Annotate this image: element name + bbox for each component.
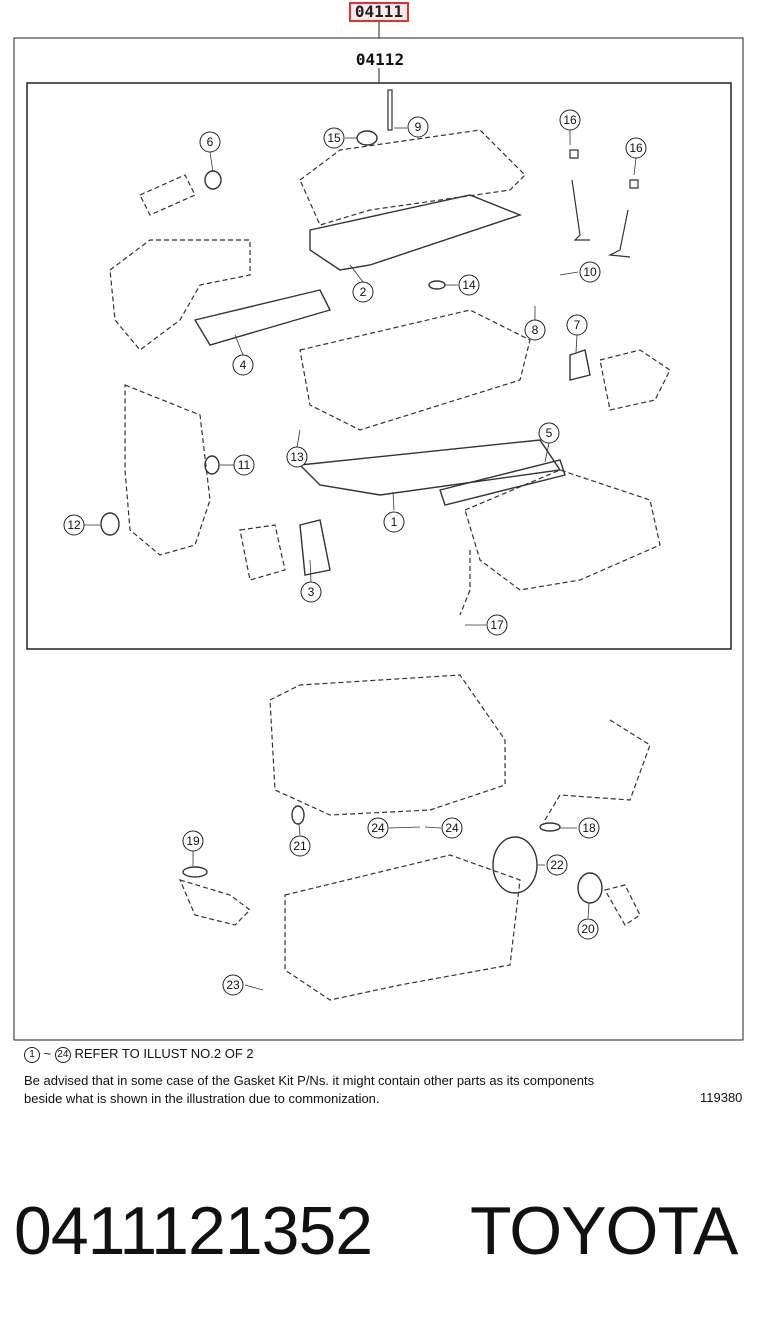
- valve-stem-seal: [569, 149, 579, 159]
- callout-1[interactable]: 1: [383, 511, 405, 533]
- svg-text:9: 9: [415, 120, 422, 134]
- callout-7[interactable]: 7: [566, 314, 588, 336]
- svg-text:2: 2: [360, 285, 367, 299]
- water-outlet-gasket: [569, 349, 591, 381]
- svg-text:21: 21: [293, 839, 307, 853]
- svg-text:24: 24: [371, 821, 385, 835]
- plug-gasket: [428, 280, 446, 290]
- water-pump-gasket: [299, 519, 331, 576]
- callout-8[interactable]: 8: [524, 319, 546, 341]
- water-outlet: [599, 349, 671, 411]
- callout-19[interactable]: 19: [182, 830, 204, 852]
- valve-stem-seal-2: [629, 179, 639, 189]
- exhaust-manifold-gasket: [193, 289, 332, 346]
- dipstick-guide: [459, 550, 471, 616]
- callout-9[interactable]: 9: [407, 116, 429, 138]
- o-ring: [204, 455, 220, 475]
- svg-text:4: 4: [240, 358, 247, 372]
- oil-filler-gasket: [356, 130, 378, 146]
- intake-valve: [571, 179, 590, 241]
- callout-21[interactable]: 21: [289, 835, 311, 857]
- cylinder-head-cover: [299, 129, 526, 226]
- callout-14[interactable]: 14: [458, 274, 480, 296]
- intake-manifold-gasket: [439, 459, 566, 506]
- callout-11[interactable]: 11: [233, 454, 255, 476]
- illustration-number: 119380: [700, 1090, 743, 1105]
- callout-3[interactable]: 3: [300, 581, 322, 603]
- inner-frame: [26, 82, 732, 650]
- svg-text:5: 5: [546, 426, 553, 440]
- svg-text:13: 13: [290, 450, 304, 464]
- rear-oil-seal: [492, 836, 538, 894]
- kit-code-label[interactable]: 04111: [349, 2, 409, 22]
- exhaust-pipe: [139, 174, 196, 216]
- exhaust-valve: [607, 209, 631, 258]
- svg-text:16: 16: [563, 113, 577, 127]
- svg-text:22: 22: [550, 858, 564, 872]
- svg-text:23: 23: [226, 978, 240, 992]
- exhaust-pipe-gasket: [204, 170, 222, 190]
- svg-text:20: 20: [581, 922, 595, 936]
- crank-front-seal: [100, 512, 120, 536]
- oil-filter-bracket: [604, 884, 641, 926]
- svg-text:19: 19: [186, 834, 200, 848]
- svg-text:10: 10: [583, 265, 597, 279]
- svg-text:8: 8: [532, 323, 539, 337]
- water-pump: [239, 524, 286, 581]
- svg-text:12: 12: [67, 518, 81, 532]
- callout-16-a[interactable]: 16: [559, 109, 581, 131]
- oil-strainer: [178, 879, 251, 926]
- callout-5[interactable]: 5: [538, 422, 560, 444]
- callout-2[interactable]: 2: [352, 281, 374, 303]
- callout-18[interactable]: 18: [578, 817, 600, 839]
- timing-cover: [124, 384, 211, 556]
- advisory-note: Be advised that in some case of the Gask…: [24, 1073, 595, 1106]
- cylinder-block: [269, 674, 506, 816]
- callout-6[interactable]: 6: [199, 131, 221, 153]
- refer-note: 1 ~ 24 REFER TO ILLUST NO.2 OF 2: [24, 1046, 254, 1063]
- svg-text:24: 24: [445, 821, 459, 835]
- svg-text:15: 15: [327, 131, 341, 145]
- part-number: 0411121352: [14, 1193, 373, 1269]
- callout-10[interactable]: 10: [579, 261, 601, 283]
- front-oil-seal: [577, 872, 603, 904]
- callout-24-b[interactable]: 24: [441, 817, 463, 839]
- callout-17[interactable]: 17: [486, 614, 508, 636]
- svg-text:11: 11: [238, 458, 251, 472]
- brand-name: TOYOTA: [470, 1193, 738, 1269]
- svg-text:14: 14: [462, 278, 476, 292]
- svg-text:17: 17: [490, 618, 504, 632]
- intake-manifold: [464, 469, 661, 591]
- svg-text:18: 18: [582, 821, 596, 835]
- svg-text:6: 6: [207, 135, 214, 149]
- exhaust-manifold: [109, 239, 251, 351]
- callout-16-b[interactable]: 16: [625, 137, 647, 159]
- svg-text:1: 1: [391, 515, 398, 529]
- block-o-ring: [291, 805, 305, 825]
- callout-22[interactable]: 22: [546, 854, 568, 876]
- callout-15[interactable]: 15: [323, 127, 345, 149]
- callout-13[interactable]: 13: [286, 446, 308, 468]
- head-cover-gasket: [309, 194, 523, 271]
- strainer-gasket: [182, 866, 208, 878]
- bolt: [387, 89, 393, 131]
- callout-4[interactable]: 4: [232, 354, 254, 376]
- cylinder-head: [299, 309, 531, 431]
- callout-20[interactable]: 20: [577, 918, 599, 940]
- oil-pan: [284, 854, 521, 1001]
- callout-12[interactable]: 12: [63, 514, 85, 536]
- dipstick-o-ring: [539, 822, 561, 832]
- refer-end-circle: 24: [54, 1046, 71, 1063]
- callout-23[interactable]: 23: [222, 974, 244, 996]
- svg-text:16: 16: [629, 141, 643, 155]
- refer-text: REFER TO ILLUST NO.2 OF 2: [74, 1046, 254, 1061]
- refer-start-circle: 1: [24, 1046, 40, 1063]
- svg-text:7: 7: [574, 318, 581, 332]
- svg-text:3: 3: [308, 585, 315, 599]
- callout-24-a[interactable]: 24: [367, 817, 389, 839]
- dipstick-tube: [544, 719, 651, 821]
- sub-kit-code-label: 04112: [355, 50, 405, 69]
